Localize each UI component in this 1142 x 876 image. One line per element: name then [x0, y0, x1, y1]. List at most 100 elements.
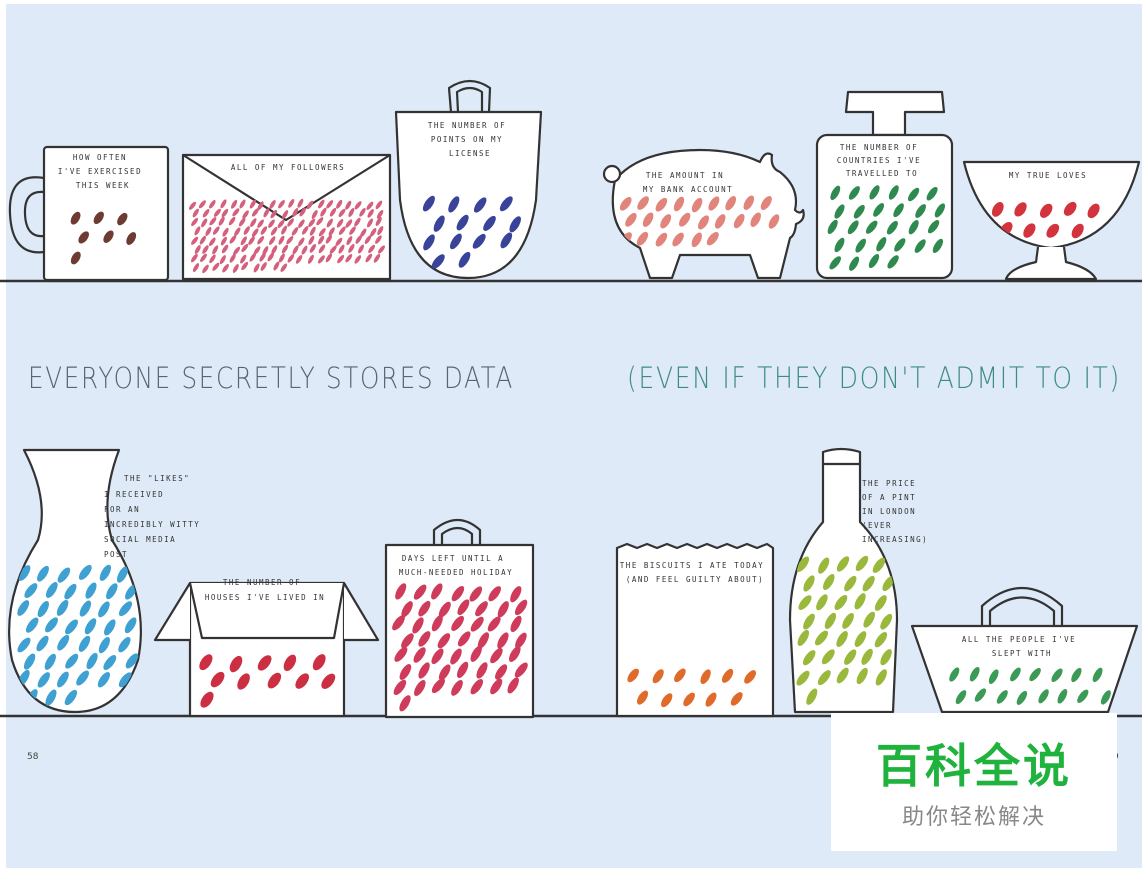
basket-dot	[949, 667, 960, 682]
paper-bag-label: THE BISCUITS I ATE TODAY (AND FEEL GUILT…	[620, 561, 770, 584]
shopping-bag-dot	[476, 662, 488, 679]
envelope-dot	[292, 208, 299, 217]
box-dot	[283, 654, 297, 671]
envelope-dot	[212, 226, 220, 235]
bowl-dot	[1014, 202, 1027, 217]
vase-dot	[118, 601, 133, 617]
envelope-dot	[232, 264, 239, 273]
shopping-bag-dot	[514, 599, 528, 616]
vase-dot	[57, 634, 70, 651]
envelope-dot	[337, 254, 345, 264]
piggy-bank-dot	[706, 232, 719, 246]
basket-dot	[955, 690, 967, 705]
vase-dot	[45, 617, 58, 633]
envelope-dot	[364, 235, 372, 244]
piggy-bank-dot	[708, 196, 720, 211]
bowl-dot	[991, 202, 1004, 217]
shopping-bag-dot	[413, 647, 426, 663]
shopping-bag-dot	[470, 616, 484, 632]
basket-dots	[949, 666, 1111, 705]
bag-dot	[472, 233, 486, 249]
bowl-label: MY TRUE LOVES	[1009, 171, 1087, 180]
shopping-bag-dot	[412, 617, 424, 634]
envelope-dot	[242, 210, 249, 219]
envelope-dot	[326, 200, 334, 209]
perfume-bottle-dot	[907, 187, 920, 202]
envelope-dot	[253, 246, 261, 255]
wine-bottle-dot	[874, 632, 888, 648]
envelope-dot	[298, 237, 305, 247]
vase-dot	[57, 671, 69, 688]
envelope-dot	[249, 199, 257, 209]
perfume-bottle-dot	[827, 219, 838, 235]
envelope-dot	[212, 262, 220, 271]
shopping-bag-dot	[401, 633, 414, 649]
box-dot	[229, 655, 243, 673]
vase-dot	[79, 600, 92, 617]
envelope-dot	[286, 236, 294, 245]
envelope-dot	[318, 199, 325, 209]
piggy-bank-dot	[698, 215, 709, 230]
envelope-dot	[307, 254, 314, 264]
paper-bag-dot	[700, 669, 711, 685]
wine-bottle-dot	[856, 667, 868, 685]
vase-dot	[17, 600, 30, 616]
perfume-bottle-dots	[827, 185, 946, 271]
envelope-dot	[318, 244, 326, 254]
bag-dot	[448, 196, 460, 213]
box-dot	[267, 672, 282, 689]
piggy-bank-dot	[642, 212, 654, 227]
box-dot	[199, 654, 213, 671]
vase-dot	[45, 689, 57, 706]
wine-bottle-dot	[818, 557, 830, 574]
vase-dot	[98, 601, 110, 618]
envelope-dot	[360, 228, 367, 238]
envelope-dot	[209, 200, 216, 209]
shopping-bag-dot	[497, 632, 509, 649]
envelope-dot	[199, 235, 207, 245]
piggy-bank-container	[602, 148, 805, 280]
perfume-bottle-dot	[834, 237, 845, 253]
envelope-dot	[209, 254, 216, 264]
vase-dot	[85, 582, 97, 599]
bowl-dot	[1023, 223, 1036, 238]
vase-dot	[37, 565, 49, 582]
envelope-dot	[220, 199, 227, 209]
envelope-dot	[260, 262, 267, 271]
shopping-bag-dot	[487, 616, 501, 632]
paper-bag-dot	[730, 692, 743, 706]
box-dot	[312, 654, 326, 671]
wine-bottle-dot	[824, 612, 837, 629]
shopping-bag-dot	[509, 646, 521, 662]
vase-label: THE "LIKES" I RECEIVED FOR AN INCREDIBLY…	[104, 474, 206, 559]
envelope-dot	[269, 199, 276, 209]
envelope-dot	[308, 235, 315, 245]
shopping-bag-dot	[477, 632, 490, 649]
vase-dot	[25, 617, 39, 633]
vase-dot	[99, 564, 112, 581]
piggy-bank-dot	[672, 232, 684, 247]
perfume-bottle-dot	[894, 238, 906, 252]
bag-dot	[458, 251, 471, 268]
envelope-dot	[273, 261, 280, 271]
shopping-bag-dot	[507, 677, 519, 694]
shopping-bag-dot	[457, 599, 470, 616]
envelope-dot	[365, 253, 373, 263]
wine-bottle-dot	[854, 631, 867, 648]
vase-dot	[106, 583, 118, 600]
envelope-dot	[219, 255, 226, 265]
basket-dot	[1071, 667, 1082, 683]
shopping-bag-dot	[395, 583, 407, 600]
envelope-dot	[221, 244, 229, 254]
vase-dot	[104, 619, 116, 636]
envelope-dot	[366, 201, 374, 210]
envelope-dot	[238, 217, 246, 227]
envelope-dot	[281, 244, 289, 254]
mug-label: HOW OFTEN I'VE EXERCISED THIS WEEK	[58, 153, 148, 190]
shopping-bag-dot	[418, 600, 431, 617]
vase-dot	[84, 618, 97, 635]
vase-dot	[78, 564, 92, 580]
envelope-dot	[241, 243, 249, 253]
shopping-bag-dot	[495, 664, 508, 680]
